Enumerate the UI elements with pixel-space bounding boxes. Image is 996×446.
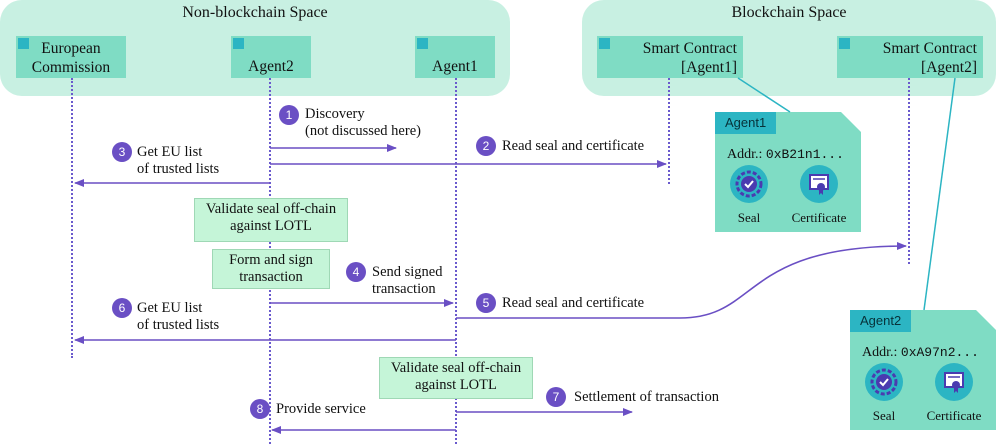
seal-label: Seal	[872, 408, 896, 423]
actor-smart-contract-agent2: Smart Contract [Agent2]	[837, 36, 983, 78]
agent1-info-card: Agent1 Addr.: 0xB21n1... Seal Certificat…	[715, 112, 861, 232]
actor-marker-icon	[599, 38, 610, 49]
address-value: 0xA97n2...	[900, 345, 979, 360]
certificate-icon	[935, 363, 973, 401]
agent2-card-address: Addr.: 0xA97n2...	[862, 345, 979, 361]
address-value: 0xB21n1...	[765, 147, 844, 162]
non-blockchain-space-title: Non-blockchain Space	[182, 4, 328, 21]
lifeline-smart-contract-agent1	[668, 78, 670, 184]
agent1-card-title: Agent1	[715, 112, 777, 134]
step-label-settlement: Settlement of transaction	[574, 389, 719, 405]
actor-agent1: Agent1	[415, 36, 495, 78]
agent2-card-title: Agent2	[850, 310, 912, 332]
connector-sc-agent1-card	[737, 77, 791, 113]
arrow-read-seal-2	[456, 242, 907, 319]
step-number: 6	[112, 298, 132, 318]
actor-label: European Commission	[31, 40, 111, 76]
step-number: 1	[279, 105, 299, 125]
agent1-card-address: Addr.: 0xB21n1...	[727, 147, 844, 163]
lifeline-european-commission	[71, 78, 73, 358]
certificate-label: Certificate	[791, 210, 847, 225]
actor-marker-icon	[18, 38, 29, 49]
note-validate-seal-2: Validate seal off-chain against LOTL	[379, 357, 533, 399]
seal-icon	[865, 363, 903, 401]
actor-marker-icon	[839, 38, 850, 49]
actor-smart-contract-agent1: Smart Contract [Agent1]	[597, 36, 743, 78]
lifeline-smart-contract-agent2	[908, 78, 910, 264]
actor-label: Agent1	[432, 58, 478, 75]
address-label: Addr.:	[862, 345, 898, 360]
step-number: 8	[250, 399, 270, 419]
blockchain-space-title: Blockchain Space	[731, 4, 847, 21]
agent2-info-card: Agent2 Addr.: 0xA97n2... Seal Certificat…	[850, 310, 996, 430]
step-label-provide-service: Provide service	[276, 401, 366, 417]
step-label-read-seal-1: Read seal and certificate	[502, 138, 645, 154]
actor-european-commission: European Commission	[16, 36, 126, 78]
lifeline-agent1	[455, 78, 457, 444]
step-number: 3	[112, 142, 132, 162]
actor-label: Smart Contract [Agent1]	[642, 40, 737, 76]
step-label-discovery: Discovery (not discussed here)	[305, 106, 421, 139]
certificate-label: Certificate	[926, 408, 982, 423]
step-number: 4	[346, 262, 366, 282]
actor-label: Agent2	[248, 58, 294, 75]
note-form-sign-transaction: Form and sign transaction	[212, 249, 330, 289]
address-label: Addr.:	[727, 147, 763, 162]
step-label-read-seal-2: Read seal and certificate	[502, 295, 645, 311]
step-number: 2	[476, 136, 496, 156]
step-label-get-eu-list-1: Get EU list of trusted lists	[137, 144, 220, 177]
actor-agent2: Agent2	[231, 36, 311, 78]
step-label-get-eu-list-2: Get EU list of trusted lists	[137, 300, 220, 333]
step-label-send-transaction: Send signed transaction	[372, 264, 443, 297]
note-validate-seal-1: Validate seal off-chain against LOTL	[194, 198, 348, 242]
connector-sc-agent2-card	[923, 77, 956, 311]
certificate-icon	[800, 165, 838, 203]
seal-label: Seal	[737, 210, 761, 225]
seal-icon	[730, 165, 768, 203]
actor-label: Smart Contract [Agent2]	[882, 40, 977, 76]
step-number: 5	[476, 293, 496, 313]
actor-marker-icon	[233, 38, 244, 49]
actor-marker-icon	[417, 38, 428, 49]
step-number: 7	[546, 387, 566, 407]
